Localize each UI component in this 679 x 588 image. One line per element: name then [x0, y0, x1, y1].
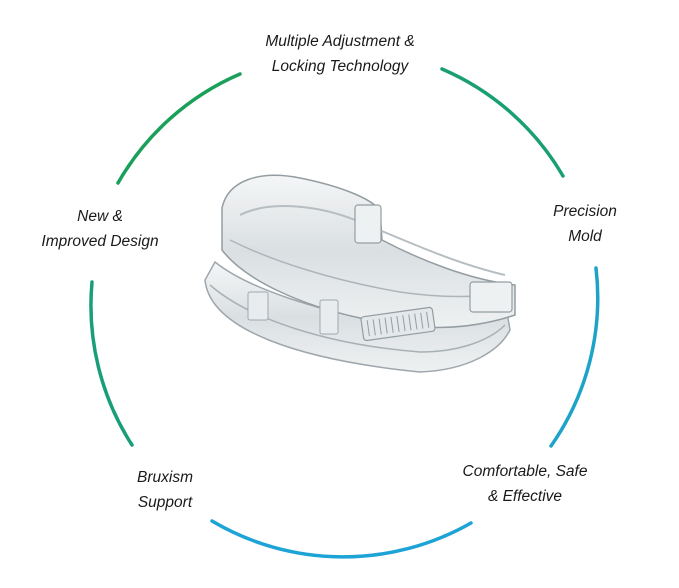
feature-line: Support: [137, 494, 193, 511]
feature-label-bruxism-support: Bruxism Support: [110, 465, 220, 515]
feature-label-precision-mold: Precision Mold: [535, 199, 635, 249]
feature-line: Locking Technology: [271, 58, 409, 75]
feature-line: & Effective: [487, 488, 563, 505]
feature-line: Bruxism: [137, 469, 193, 486]
mouthguard-icon: [204, 174, 516, 373]
feature-line: Precision: [553, 203, 617, 220]
feature-line: New &: [77, 208, 123, 225]
feature-line: Mold: [568, 228, 602, 245]
ring-arc-top-right: [440, 67, 565, 178]
ring-arc-left: [89, 280, 134, 447]
ring-arc-top-left: [116, 72, 242, 185]
ring-arc-right: [549, 266, 600, 448]
ring-arc-bottom: [210, 519, 473, 559]
feature-line: Multiple Adjustment &: [265, 33, 415, 50]
feature-label-comfortable-safe: Comfortable, Safe & Effective: [440, 459, 610, 509]
feature-line: Improved Design: [41, 233, 159, 250]
feature-label-locking-technology: Multiple Adjustment & Locking Technology: [230, 29, 450, 79]
feature-line: Comfortable, Safe: [462, 463, 588, 480]
feature-label-improved-design: New & Improved Design: [30, 204, 170, 254]
